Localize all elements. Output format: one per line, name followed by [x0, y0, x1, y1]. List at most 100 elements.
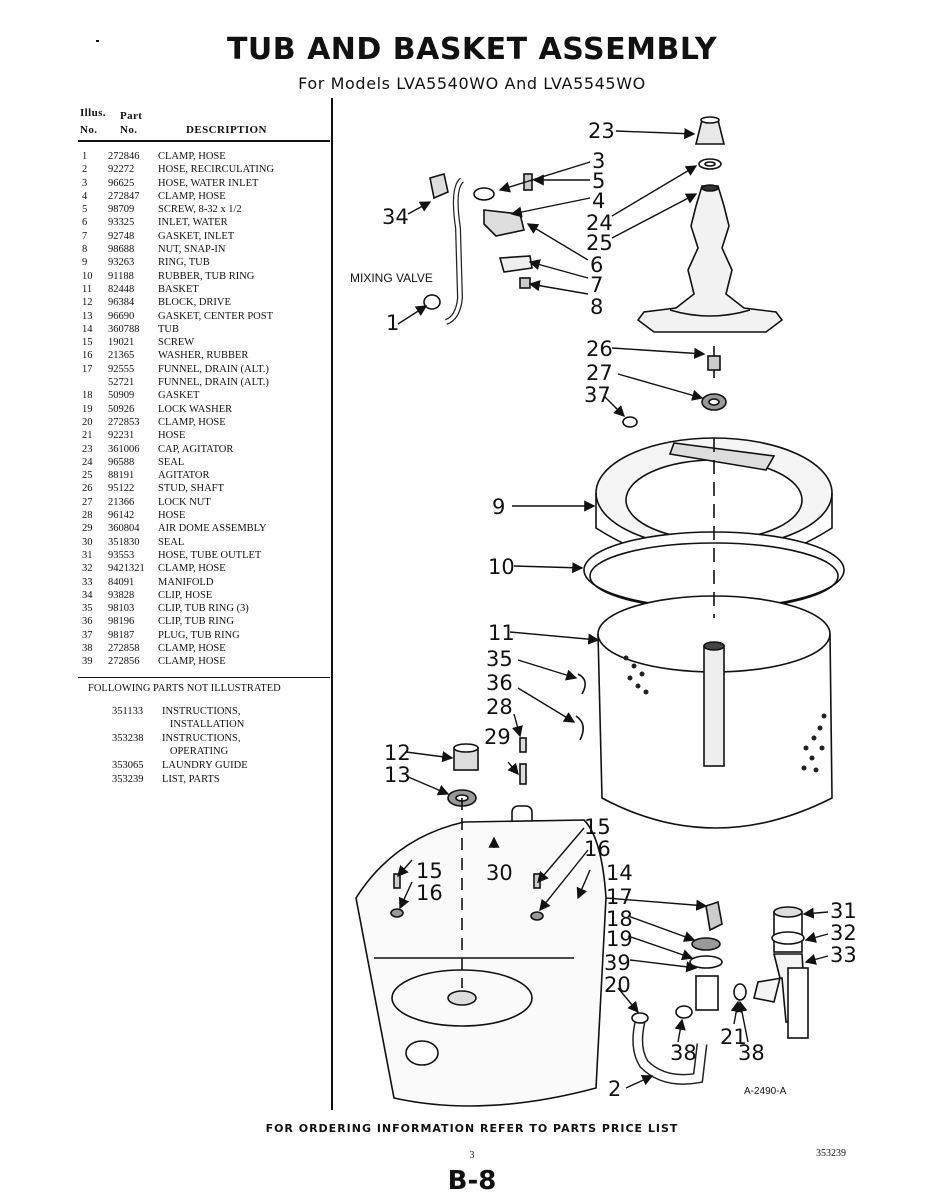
part-description: PLUG, TUB RING: [158, 629, 240, 641]
illus-number: 37: [82, 629, 93, 641]
callout-3: 3: [592, 149, 605, 173]
list-end-rule: [78, 677, 330, 678]
callout-37: 37: [584, 383, 611, 407]
part-description: SCREW: [158, 337, 195, 349]
part-description: SCREW, 8-32 x 1/2: [158, 204, 242, 216]
part-description: LIST, PARTS: [162, 774, 220, 785]
part-description: CLIP, TUB RING: [158, 616, 234, 628]
callout-23: 23: [588, 119, 615, 143]
page-title: TUB AND BASKET ASSEMBLY: [226, 32, 718, 67]
part-number: 98688: [108, 244, 135, 256]
callout-39: 39: [604, 951, 631, 975]
illus-number: 3: [82, 177, 88, 189]
part-number: 351133: [112, 706, 144, 717]
callout-10: 10: [488, 555, 515, 579]
callout-1: 1: [386, 311, 399, 335]
illus-number: 39: [82, 656, 93, 668]
callout-36: 36: [486, 671, 513, 695]
illus-number: 18: [82, 390, 93, 402]
part-description: HOSE, TUBE OUTLET: [158, 549, 262, 561]
illus-number: 4: [82, 190, 88, 202]
illus-number: 33: [82, 576, 93, 588]
callout-13: 13: [384, 763, 411, 787]
page-number: 3: [469, 1150, 475, 1161]
illus-number: 10: [82, 270, 93, 282]
callout-28: 28: [486, 695, 513, 719]
part-number: 360788: [108, 323, 140, 335]
part-number: 82448: [108, 283, 135, 295]
part-number: 353239: [112, 774, 144, 785]
header-no-2: No.: [120, 124, 138, 136]
illus-number: 6: [82, 217, 88, 229]
part-number: 21365: [108, 350, 135, 362]
outer-tub-drawing: [355, 819, 607, 1107]
parts-list-row: 37 98187 PLUG, TUB RING: [82, 629, 332, 642]
part-description: RUBBER, TUB RING: [158, 270, 255, 282]
part-number: 272858: [108, 642, 140, 654]
callout-14: 14: [606, 861, 633, 885]
illus-number: 5: [82, 204, 88, 216]
part-number: 93263: [108, 257, 135, 269]
callout-27: 27: [586, 361, 613, 385]
callout-2: 2: [608, 1077, 621, 1101]
part-description: HOSE: [158, 430, 186, 442]
illus-number: 13: [82, 310, 93, 322]
part-description: LAUNDRY GUIDE: [162, 760, 248, 771]
header-rule: [78, 140, 330, 142]
illus-number: 38: [82, 642, 93, 654]
part-number: 92748: [108, 230, 135, 242]
callout-8: 8: [590, 295, 603, 319]
part-description: LOCK NUT: [158, 496, 211, 508]
part-description: CLAMP, HOSE: [158, 416, 226, 428]
callout-5: 5: [592, 169, 605, 193]
illus-number: 15: [82, 337, 93, 349]
callout-7: 7: [590, 273, 603, 297]
part-number: 92272: [108, 164, 135, 176]
parts-list-row: 10 91188 RUBBER, TUB RING: [82, 270, 332, 283]
part-number: 19021: [108, 337, 135, 349]
illus-number: 26: [82, 483, 93, 495]
illus-number: 17: [82, 363, 93, 375]
part-number: 98103: [108, 603, 135, 615]
illus-number: 20: [82, 416, 93, 428]
part-number: 98187: [108, 629, 135, 641]
parts-list-row: 15 19021 SCREW: [82, 336, 332, 349]
part-number: 91188: [108, 270, 134, 282]
part-number: 351830: [108, 536, 140, 548]
part-description: INLET, WATER: [158, 217, 228, 229]
callout-29: 29: [484, 725, 511, 749]
agitator-drawing: [636, 185, 784, 333]
part-description: CLAMP, HOSE: [158, 151, 226, 162]
part-number: 52721: [108, 377, 135, 389]
page-subtitle: For Models LVA5540WO And LVA5545WO: [298, 74, 646, 93]
callout-20: 20: [604, 973, 631, 997]
callout-9: 9: [492, 495, 505, 519]
part-number: 272853: [108, 416, 140, 428]
section-label: B-8: [447, 1166, 497, 1196]
illus-number: 16: [82, 350, 93, 362]
drawing-code: A-2490-A: [744, 1086, 787, 1097]
part-number: 88191: [108, 470, 135, 482]
part-description: BASKET: [158, 283, 199, 295]
mixing-valve-label: MIXING VALVE: [350, 271, 433, 285]
part-description: WASHER, RUBBER: [158, 350, 249, 362]
callout-15-left: 15: [416, 859, 443, 883]
illus-number: 30: [82, 536, 93, 548]
illus-number: 23: [82, 443, 93, 455]
illus-number: 36: [82, 616, 93, 628]
part-description: AIR DOME ASSEMBLY: [158, 523, 267, 535]
callout-35: 35: [486, 647, 513, 671]
